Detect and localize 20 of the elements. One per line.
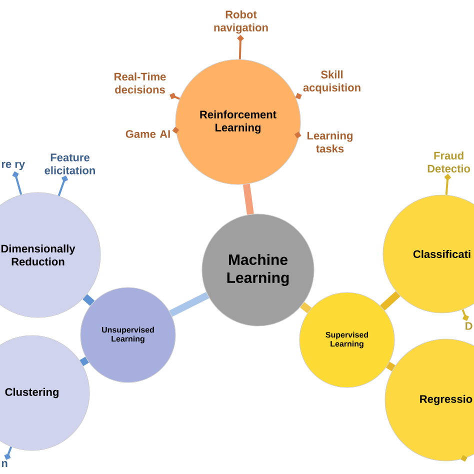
connector-bar <box>300 302 312 314</box>
connector-bar <box>82 294 95 306</box>
connector-bar <box>386 362 396 372</box>
leaf-label: Fraud Detectio <box>428 151 470 173</box>
leaf-label: Game AI <box>126 130 170 138</box>
connector-bar <box>169 292 210 317</box>
connector-bar <box>80 356 89 366</box>
leader-line <box>4 446 12 460</box>
leaf-label: re ry <box>2 162 25 170</box>
connector-bar <box>242 184 254 215</box>
leaf-label: Skill acquisition <box>303 70 360 94</box>
leaf-label: Robot navigation <box>214 10 268 34</box>
connector-bar <box>380 291 400 311</box>
leaf-label: Real-Time decisions <box>114 72 166 94</box>
leaf-label: D <box>466 322 472 330</box>
leaf-label: Feature elicitation <box>44 154 95 174</box>
leader-line <box>295 92 302 100</box>
leader-line <box>460 455 468 462</box>
leaf-label: Learning tasks <box>308 131 352 153</box>
leaf-label: n <box>2 461 8 467</box>
